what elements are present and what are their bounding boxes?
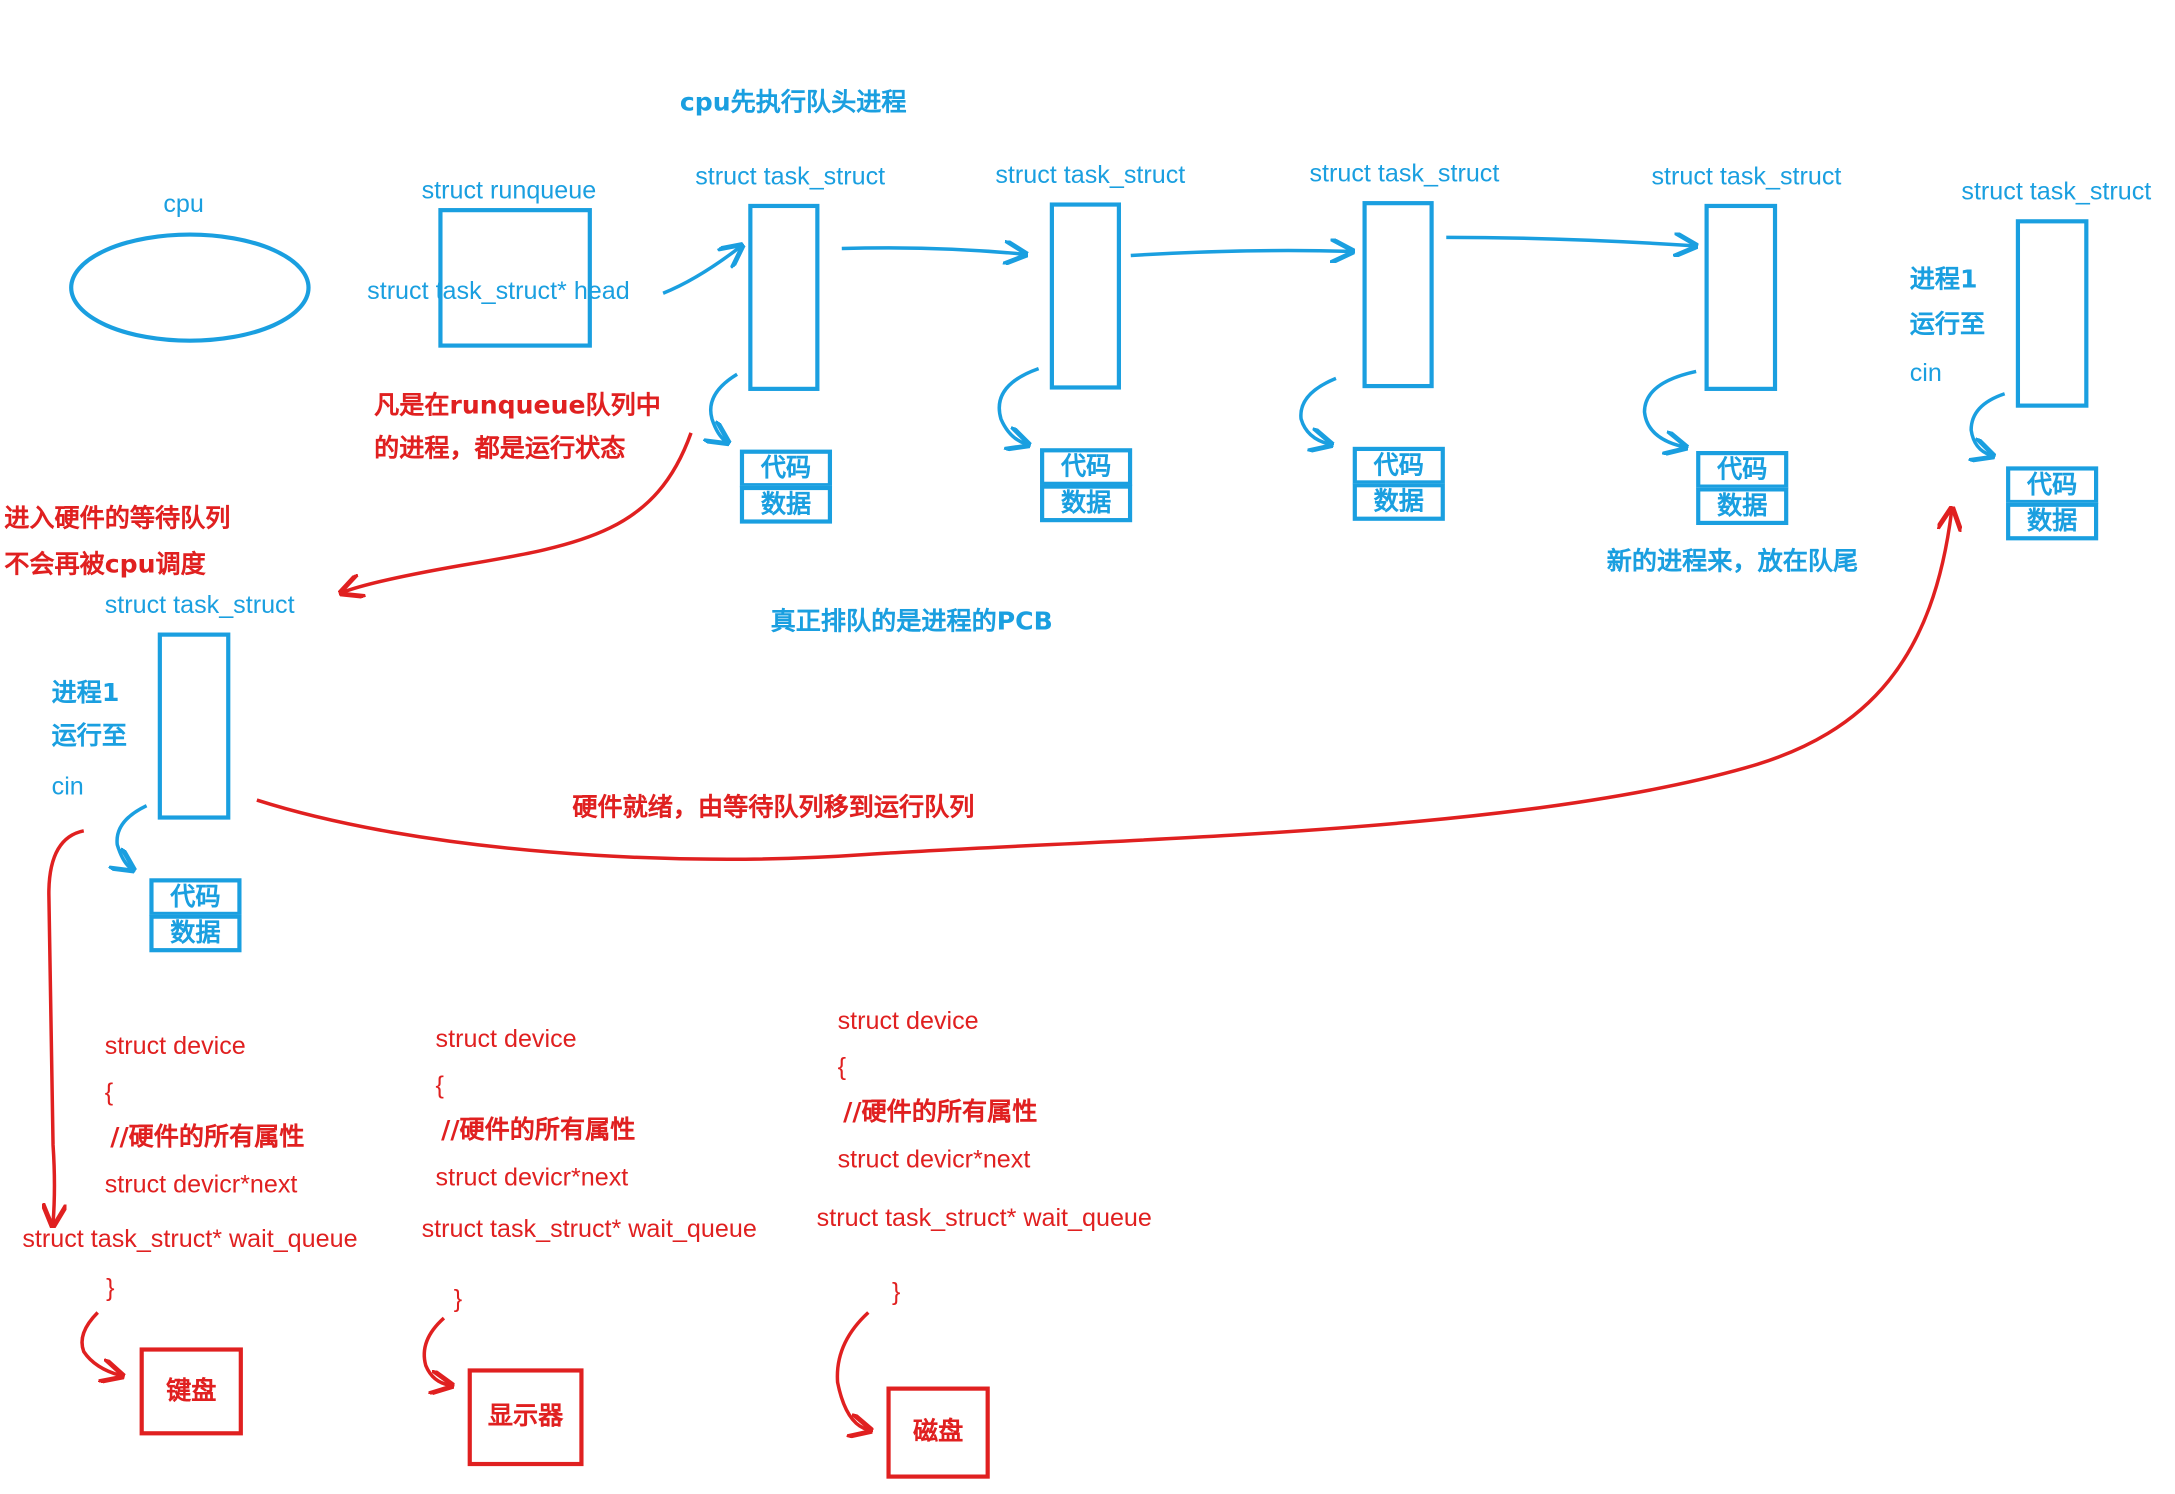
- device-disk-box: 磁盘: [886, 1386, 990, 1479]
- device-disk-label: 磁盘: [912, 1417, 964, 1447]
- note-cpu-exec: cpu先执行队头进程: [679, 87, 907, 118]
- task5-data: 数据: [2006, 502, 2099, 541]
- device2-comment: //硬件的所有属性: [441, 1115, 636, 1145]
- device2-wait-field: struct task_struct* wait_queue: [421, 1214, 757, 1243]
- cpu-ellipse: [69, 232, 311, 343]
- wait-task-note-line1: 进程1: [51, 678, 120, 708]
- task5-code: 代码: [2006, 466, 2099, 505]
- curl-task3-mem: [1299, 376, 1336, 444]
- runqueue-head-field: struct task_struct* head: [367, 276, 630, 305]
- task1-pcb: [748, 203, 820, 391]
- task1-label: struct task_struct: [695, 161, 886, 190]
- device1-comment: //硬件的所有属性: [110, 1122, 305, 1152]
- task2-pcb: [1049, 202, 1121, 390]
- device2-decl: struct device: [435, 1024, 577, 1053]
- note-pcb-queue: 真正排队的是进程的PCB: [770, 607, 1053, 637]
- note-runqueue-state-1: 凡是在runqueue队列中: [374, 390, 661, 421]
- task4-code: 代码: [1696, 451, 1789, 489]
- task3-pcb: [1362, 201, 1434, 389]
- device1-next-field: struct devicr*next: [104, 1170, 298, 1199]
- task4-pcb: [1704, 203, 1778, 391]
- task1-code: 代码: [739, 449, 833, 488]
- device2-next-field: struct devicr*next: [435, 1163, 629, 1192]
- note-new-process: 新的进程来，放在队尾: [1606, 547, 1859, 577]
- curl-wait-task-mem: [117, 804, 148, 869]
- task2-data: 数据: [1040, 484, 1133, 523]
- wait-task-note-line2: 运行至: [51, 721, 128, 752]
- wait-task-data: 数据: [149, 914, 242, 953]
- task5-note-line3: cin: [1909, 358, 1942, 387]
- device2-open-brace: {: [435, 1070, 444, 1099]
- device3-close-brace: }: [892, 1277, 901, 1306]
- task3-data: 数据: [1352, 483, 1445, 521]
- task5-note-line1: 进程1: [1909, 265, 1978, 295]
- device3-wait-field: struct task_struct* wait_queue: [816, 1203, 1152, 1232]
- arrow-task1-to-task2: [841, 248, 1023, 254]
- task1-data: 数据: [739, 485, 833, 524]
- wait-task-code: 代码: [149, 878, 242, 916]
- task3-code: 代码: [1352, 446, 1445, 485]
- arrow-task-to-keyboard-queue: [49, 829, 85, 1223]
- arrow-to-wait-queue: [343, 432, 693, 592]
- device3-decl: struct device: [837, 1006, 979, 1035]
- task4-label: struct task_struct: [1651, 161, 1842, 190]
- arrow-head-to-task1: [662, 247, 740, 295]
- wait-task-pcb: [157, 632, 231, 820]
- note-wait-2: 不会再被cpu调度: [4, 550, 206, 580]
- task2-code: 代码: [1040, 448, 1133, 486]
- arrow-task3-to-task4: [1446, 237, 1693, 245]
- note-runqueue-state-2: 的进程，都是运行状态: [374, 434, 626, 464]
- device-display-label: 显示器: [487, 1401, 564, 1432]
- device3-next-field: struct devicr*next: [837, 1144, 1031, 1173]
- arrow-hardware-ready: [256, 511, 1952, 861]
- device1-close-brace: }: [106, 1273, 115, 1302]
- note-hardware-ready: 硬件就绪，由等待队列移到运行队列: [572, 793, 975, 823]
- curl-task4-mem: [1642, 369, 1697, 446]
- task5-label: struct task_struct: [1961, 177, 2152, 206]
- device3-open-brace: {: [837, 1052, 846, 1081]
- curl-task2-mem: [997, 366, 1040, 444]
- curl-display: [422, 1316, 449, 1385]
- device-keyboard-label: 键盘: [166, 1376, 217, 1407]
- curl-disk: [835, 1311, 868, 1430]
- task5-pcb: [2015, 219, 2089, 408]
- runqueue-box: [438, 208, 592, 348]
- task5-note-line2: 运行至: [1909, 309, 1986, 340]
- curl-keyboard: [80, 1311, 120, 1376]
- device1-open-brace: {: [104, 1077, 114, 1106]
- wait-task-label: struct task_struct: [104, 590, 295, 619]
- device-display-box: 显示器: [467, 1368, 584, 1467]
- curl-task5-mem: [1971, 392, 2006, 455]
- runqueue-title: struct runqueue: [421, 175, 597, 204]
- device1-wait-field: struct task_struct* wait_queue: [22, 1224, 358, 1253]
- task4-data: 数据: [1696, 487, 1789, 526]
- curl-task1-mem: [711, 372, 738, 441]
- cpu-label: cpu: [163, 189, 204, 218]
- task3-label: struct task_struct: [1309, 159, 1500, 188]
- wait-task-note-line3: cin: [51, 772, 84, 801]
- device3-comment: //硬件的所有属性: [843, 1097, 1038, 1127]
- device2-close-brace: }: [453, 1284, 463, 1313]
- task2-label: struct task_struct: [995, 160, 1186, 189]
- arrow-task2-to-task3: [1130, 251, 1350, 256]
- device1-decl: struct device: [104, 1031, 246, 1060]
- device-keyboard-box: 键盘: [139, 1347, 243, 1436]
- note-wait-1: 进入硬件的等待队列: [4, 504, 231, 534]
